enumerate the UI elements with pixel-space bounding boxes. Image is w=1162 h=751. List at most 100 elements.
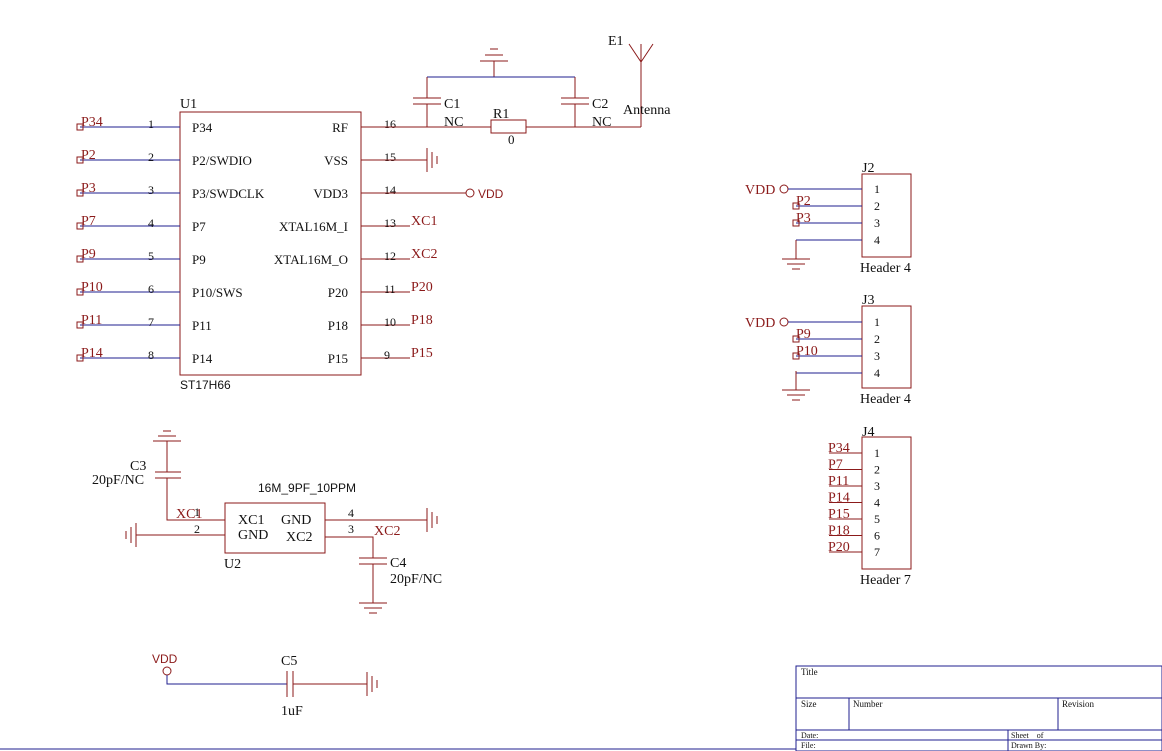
j3-pin-net: P10 [796,344,818,359]
antenna-label: Antenna [623,103,671,118]
u1-right-pin-num: 13 [384,216,396,230]
u1-right-pin-name: RF [332,120,348,135]
u2-body [224,502,326,554]
j4-pin-net: P18 [828,524,850,539]
u1-left-pin-num: 1 [148,117,154,131]
j2-pin-num: 2 [874,199,880,213]
j4-ref: J4 [862,425,874,440]
j3-port [792,352,800,360]
c2-capacitor [561,77,589,127]
u1-left-port [76,123,84,131]
c4-value: 20pF/NC [390,572,442,587]
j4-pin-net: P14 [828,491,850,506]
j3-ref: J3 [862,293,874,308]
u1-left-pin-name: P7 [192,219,206,234]
j4-pin-num: 4 [874,496,880,510]
title-block-number: Number [853,699,883,709]
rf-network: C1 NC R1 0 C2 NC E1 Antenna [361,34,671,147]
j2-ref: J2 [862,161,874,176]
j2-ground-symbol [782,240,810,270]
u1-left-port [76,189,84,197]
u2-pin4-num: 4 [348,506,354,520]
j2-pin-net: P3 [796,211,811,226]
j2-pin-num: 3 [874,216,880,230]
c2-value: NC [592,115,611,130]
u1-left-pin-num: 6 [148,282,154,296]
title-block-title: Title [801,667,818,677]
j2-body [861,173,912,258]
u2-pin4-name: GND [281,513,311,528]
u2-pin4-ground [325,508,438,532]
u1-left-port [76,255,84,263]
j2-pin-net: P2 [796,194,811,209]
u1-right-pin-num: 14 [384,183,396,197]
j3-port [792,335,800,343]
c2-ref: C2 [592,97,608,112]
title-block-drawn-by: Drawn By: [1011,741,1046,750]
j3-vdd-label: VDD [745,316,775,331]
title-block-date: Date: [801,731,818,740]
c5-vdd-label: VDD [152,652,178,666]
u1-left-pin-name: P34 [192,120,213,135]
j4-pin-net: P20 [828,540,850,555]
j2-part: Header 4 [860,261,911,276]
u1-left-pin-name: P14 [192,351,213,366]
title-block-sheet: Sheet of [1011,731,1044,740]
u1-right-pin-name: P18 [328,318,348,333]
u2-ref: U2 [224,557,241,572]
c1-ref: C1 [444,97,460,112]
u1-left-net: P11 [81,313,102,328]
j3-pin-net: P9 [796,327,811,342]
j4-pin-net: P7 [828,458,843,473]
j3-body [861,305,912,389]
u1-left-net: P10 [81,280,103,295]
u1-vss-ground [361,148,438,172]
title-block-revision: Revision [1062,699,1095,709]
u1-right-net: P20 [411,280,433,295]
u2-pin1-num: 1 [194,505,200,519]
u1-right-pin-num: 10 [384,315,396,329]
j2-pin-num: 4 [874,233,880,247]
j4-part: Header 7 [860,573,911,588]
u1-left-pin-num: 3 [148,183,154,197]
c5-decoupling: VDD C5 1uF [152,652,378,719]
j3-pin-num: 4 [874,366,880,380]
u1-right-pin-name: XTAL16M_O [274,252,348,267]
u1-left-pin-num: 5 [148,249,154,263]
c4-capacitor [359,557,387,614]
u1-left-pin-name: P2/SWDIO [192,153,252,168]
title-block-size: Size [801,699,817,709]
title-block-file: File: [801,741,816,750]
j4-pin-num: 7 [874,545,880,559]
j3-pin-num: 3 [874,349,880,363]
u1-right-pin-name: P20 [328,285,348,300]
u2-pin2-name: GND [238,528,268,543]
j2-vdd-label: VDD [745,183,775,198]
j3-part: Header 4 [860,392,911,407]
c3-ref: C3 [130,459,146,474]
u2-crystal: U2 16M_9PF_10PPM XC1 GND GND XC2 1 2 3 4… [92,430,442,614]
u1-left-pin-num: 7 [148,315,154,329]
u2-pin3-name: XC2 [286,530,312,545]
u1-left-port [76,288,84,296]
u1-part: ST17H66 [180,378,231,392]
u1-body [179,111,362,376]
j4-body [861,436,912,570]
u1-left-pin-num: 8 [148,348,154,362]
u1-vdd-label: VDD [478,187,504,201]
j4-pin-num: 6 [874,529,880,543]
j4-pin-num: 2 [874,463,880,477]
c5-capacitor [286,671,378,697]
c1-capacitor [413,77,441,127]
u1-left-port [76,354,84,362]
c1-value: NC [444,115,463,130]
rf-ground-symbol [480,48,508,77]
u1-left-port [76,321,84,329]
u2-net-xc1: XC1 [176,507,202,522]
c3-capacitor [153,430,181,479]
u1-right-pin-num: 9 [384,348,390,362]
r1-ref: R1 [493,107,509,122]
